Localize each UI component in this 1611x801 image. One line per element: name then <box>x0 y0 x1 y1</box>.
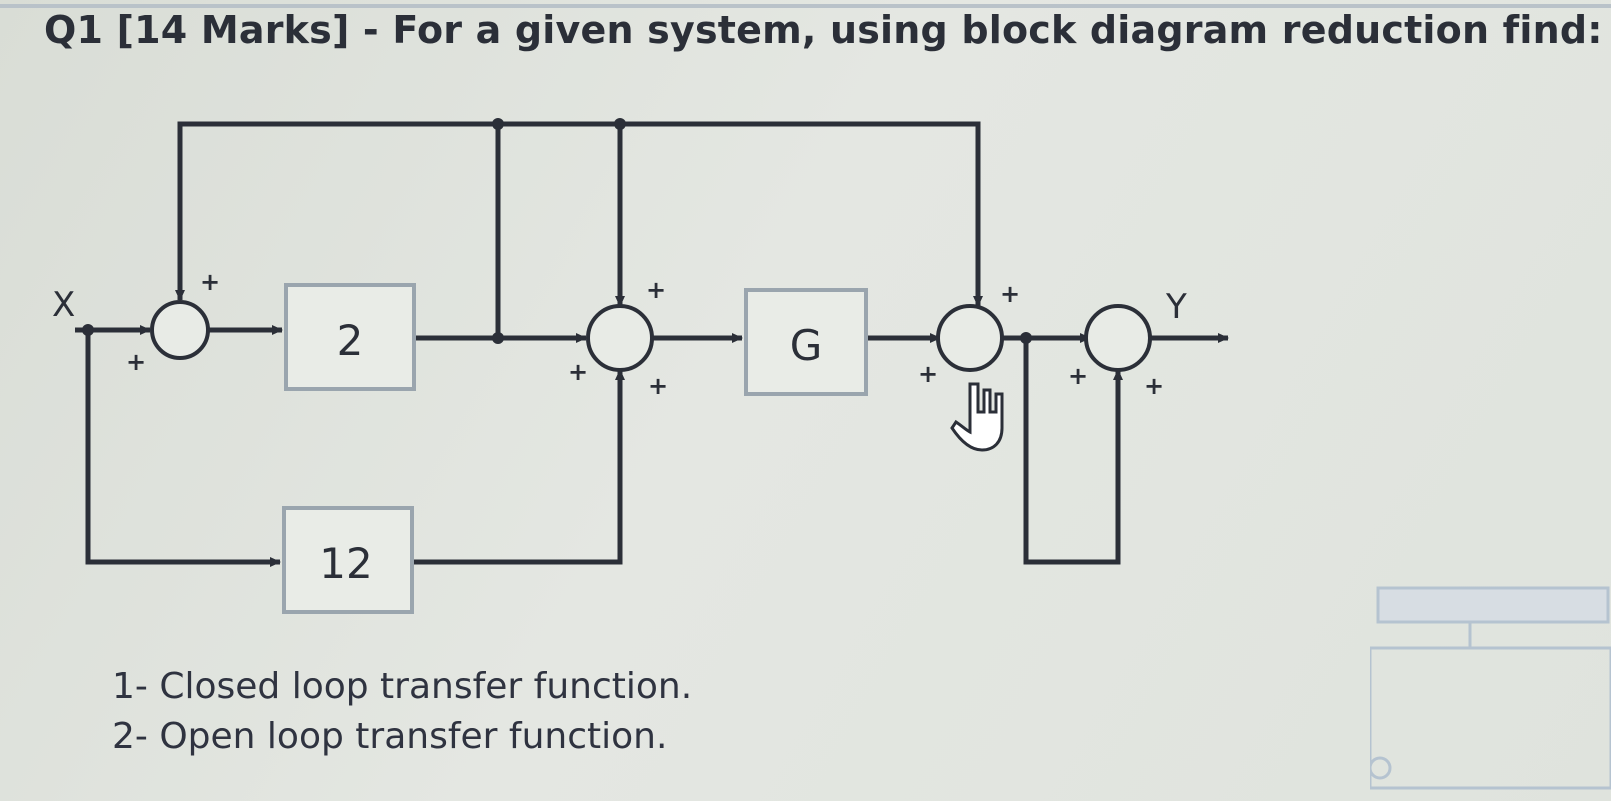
hand-cursor-icon <box>950 382 1004 452</box>
block12-to-s2 <box>412 369 625 565</box>
lower-path-to-12 <box>85 330 281 567</box>
input-label-x: X <box>52 285 75 325</box>
task-item-1: 1- Closed loop transfer function. <box>112 666 693 707</box>
plus-sign: + <box>648 372 668 400</box>
block-g <box>744 288 868 396</box>
junction-dot <box>82 324 94 336</box>
plus-sign: + <box>1068 362 1088 390</box>
question-title: Q1 [14 Marks] - For a given system, usin… <box>44 8 1603 52</box>
block-12-label: 12 <box>319 539 372 588</box>
task-list: 1- Closed loop transfer function. 2- Ope… <box>112 662 692 762</box>
plus-sign: + <box>568 358 588 386</box>
junctions <box>82 118 1032 344</box>
junction-dot <box>492 332 504 344</box>
plus-sign: + <box>200 268 220 296</box>
plus-sign: + <box>1000 280 1020 308</box>
output-label-y: Y <box>1165 287 1187 327</box>
plus-sign: + <box>918 360 938 388</box>
inner-loop-line <box>1023 338 1123 565</box>
summing-junction-4 <box>1084 304 1152 372</box>
block-12 <box>282 506 414 614</box>
summing-junction-2 <box>586 304 654 372</box>
junction-dot <box>1020 332 1032 344</box>
block-g-label: G <box>790 321 823 370</box>
top-bus-to-s3 <box>498 121 983 307</box>
task-item-2: 2- Open loop transfer function. <box>112 716 668 757</box>
plus-sign: + <box>646 276 666 304</box>
block-2-label: 2 <box>337 316 364 365</box>
block-2 <box>284 283 416 391</box>
summing-junction-3 <box>936 304 1004 372</box>
summing-junction-1 <box>150 300 210 360</box>
plus-sign: + <box>1144 372 1164 400</box>
thumbnail-bar <box>1376 586 1610 624</box>
junction-dot <box>492 118 504 130</box>
junction-dot <box>614 118 626 130</box>
thumbnail-coil-icon <box>1370 756 1392 780</box>
signal-lines <box>75 121 1229 567</box>
top-loop-line <box>175 121 501 338</box>
thumbnail-box <box>1370 646 1611 790</box>
thumbnail-fragment <box>1370 586 1611 790</box>
top-rule <box>0 4 1611 8</box>
plus-sign: + <box>126 348 146 376</box>
